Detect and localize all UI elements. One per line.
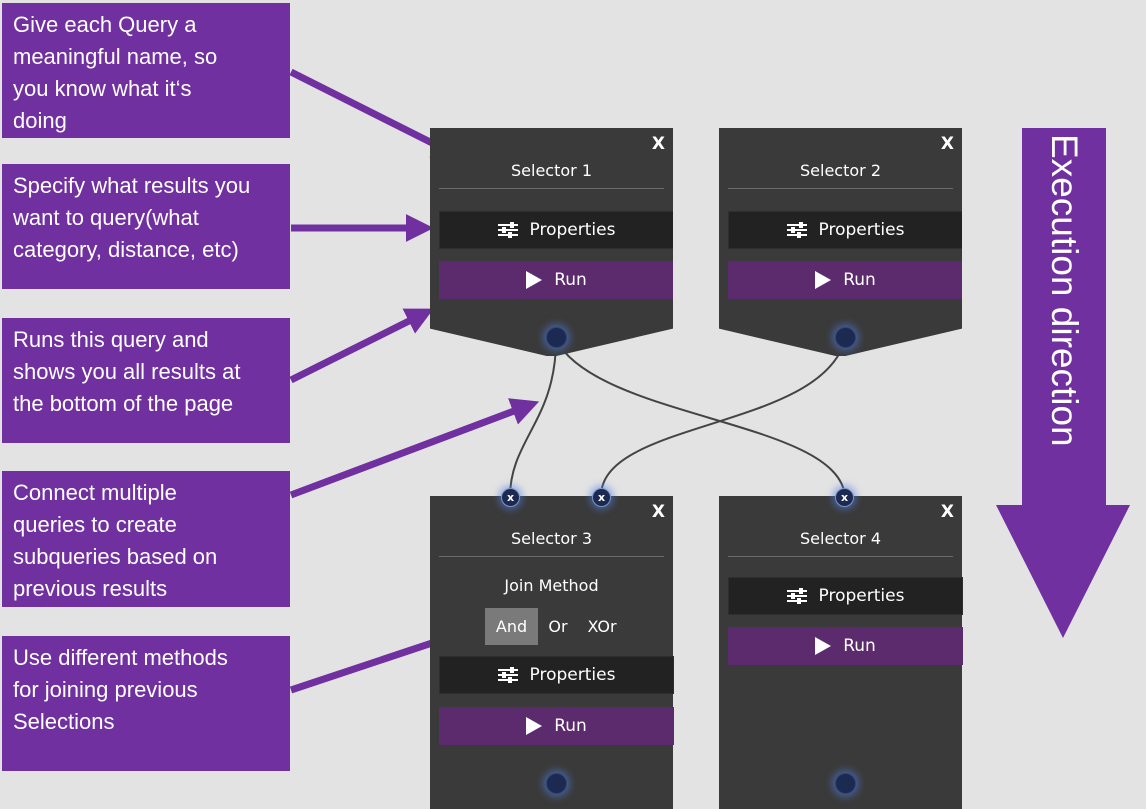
sliders-icon [497, 667, 518, 683]
play-icon [526, 271, 543, 289]
callout-run: Runs this query and shows you all result… [2, 318, 290, 443]
node-title[interactable]: Selector 3 [439, 529, 664, 557]
output-port-selector-2[interactable] [835, 327, 856, 348]
run-button[interactable]: Run [439, 707, 674, 745]
output-port-selector-4[interactable] [835, 773, 856, 794]
input-port-selector-4[interactable]: x [835, 488, 854, 507]
selector-node-1[interactable]: X Selector 1 Properties Run [430, 128, 673, 356]
node-title[interactable]: Selector 1 [439, 161, 664, 189]
close-icon[interactable]: X [940, 502, 954, 522]
close-icon[interactable]: X [651, 502, 665, 522]
callout-connect: Connect multiple queries to create subqu… [2, 471, 290, 607]
properties-label: Properties [529, 220, 616, 240]
properties-button[interactable]: Properties [439, 656, 674, 694]
arrow-to-run [289, 308, 434, 384]
output-port-selector-1[interactable] [546, 327, 567, 348]
connection-s1-s4 [555, 339, 846, 498]
connection-s2-s3b [599, 339, 846, 498]
run-button[interactable]: Run [439, 261, 673, 299]
input-port-selector-3-b[interactable]: x [592, 488, 611, 507]
properties-label: Properties [818, 586, 905, 606]
run-label: Run [843, 270, 876, 290]
join-option-or[interactable]: Or [548, 617, 568, 636]
selector-node-3[interactable]: X Selector 3 Join Method And Or XOr Prop… [430, 496, 674, 809]
properties-button[interactable]: Properties [728, 211, 962, 249]
join-option-xor[interactable]: XOr [587, 617, 617, 636]
run-label: Run [554, 716, 587, 736]
node-title[interactable]: Selector 4 [728, 529, 953, 557]
input-port-selector-3-a[interactable]: x [501, 488, 520, 507]
arrow-to-title [289, 68, 461, 158]
properties-button[interactable]: Properties [439, 211, 673, 249]
execution-direction-arrowhead [996, 505, 1130, 638]
play-icon [815, 271, 832, 289]
play-icon [815, 637, 832, 655]
arrow-to-connection [289, 398, 540, 499]
join-method-label: Join Method [504, 576, 599, 595]
output-port-selector-3[interactable] [546, 773, 567, 794]
close-icon[interactable]: X [651, 134, 665, 154]
connection-s1-s3a [509, 339, 557, 498]
node-title[interactable]: Selector 2 [728, 161, 953, 189]
properties-label: Properties [818, 220, 905, 240]
sliders-icon [497, 222, 518, 238]
join-option-and[interactable]: And [485, 608, 538, 645]
selector-node-4[interactable]: X Selector 4 Properties Run [719, 496, 963, 809]
sliders-icon [786, 588, 807, 604]
run-label: Run [843, 636, 876, 656]
sliders-icon [786, 222, 807, 238]
selector-node-2[interactable]: X Selector 2 Properties Run [719, 128, 962, 356]
run-button[interactable]: Run [728, 261, 962, 299]
callout-join-methods: Use different methods for joining previo… [2, 636, 290, 771]
callout-name-query: Give each Query a meaningful name, so yo… [2, 3, 290, 138]
close-icon[interactable]: X [940, 134, 954, 154]
run-button[interactable]: Run [728, 627, 963, 665]
run-label: Run [554, 270, 587, 290]
properties-label: Properties [529, 665, 616, 685]
execution-direction-label: Execution direction [1022, 128, 1106, 516]
play-icon [526, 717, 543, 735]
properties-button[interactable]: Properties [728, 577, 963, 615]
callout-properties: Specify what results you want to query(w… [2, 164, 290, 289]
